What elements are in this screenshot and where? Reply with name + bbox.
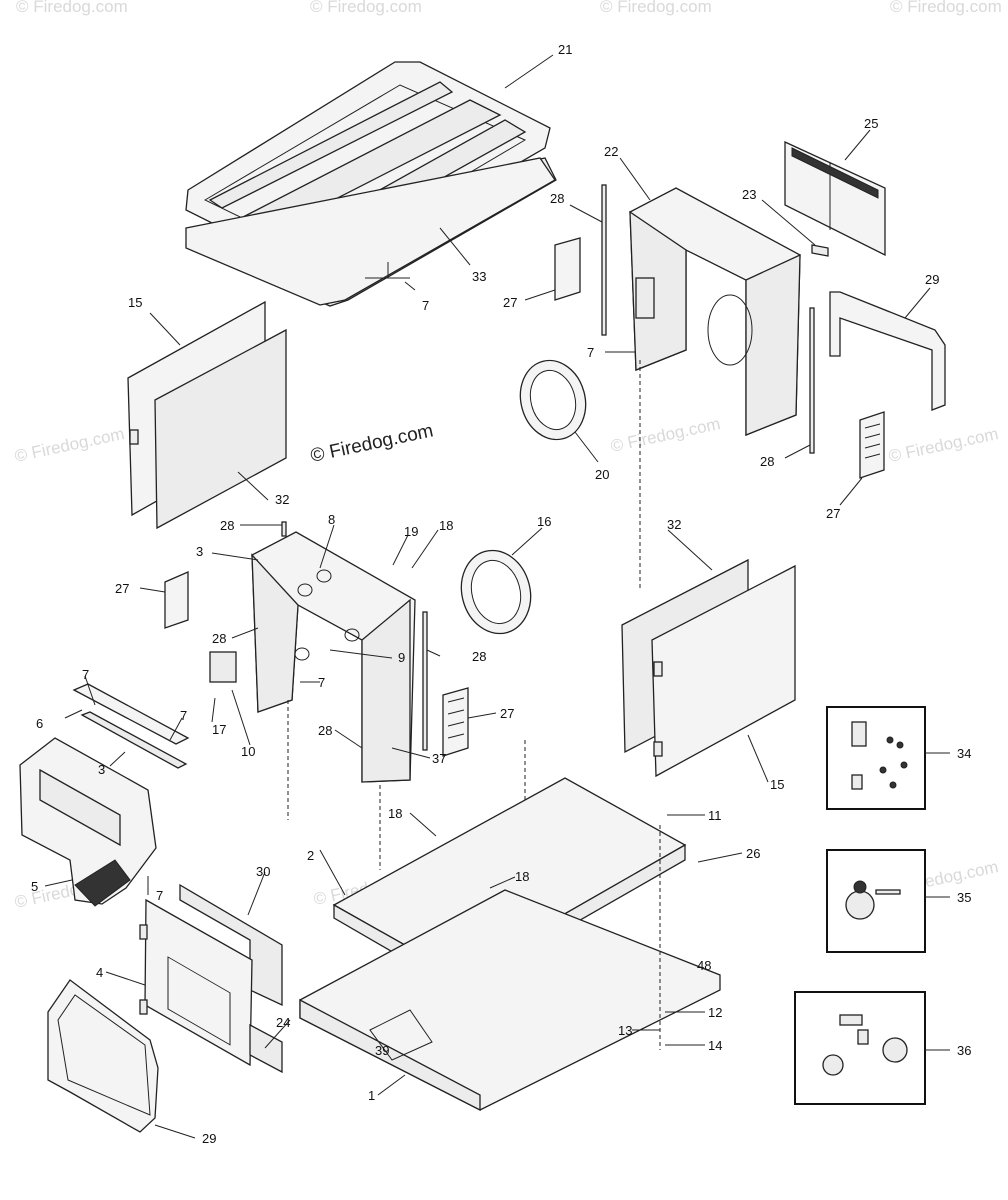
- callout-26: 26: [746, 846, 760, 861]
- callout-28: 28: [212, 631, 226, 646]
- callout-11: 11: [708, 808, 722, 823]
- part-28-gaskets-center: [281, 521, 428, 751]
- part-15-right-side-panel: [621, 558, 796, 778]
- callout-18: 18: [388, 806, 402, 821]
- part-29-upper-bracket: [829, 291, 946, 411]
- callout-10: 10: [241, 744, 255, 759]
- part-20-ring: [519, 359, 587, 441]
- callout-30: 30: [256, 864, 270, 879]
- part-25-rear-grille: [784, 140, 886, 257]
- part-1-bottom-plate: 48 39: [299, 889, 721, 1112]
- callout-7: 7: [156, 888, 163, 903]
- callout-35: 35: [957, 890, 971, 905]
- callout-32: 32: [667, 517, 681, 532]
- callout-21: 21: [558, 42, 572, 57]
- callout-27: 27: [826, 506, 840, 521]
- callout-1: 1: [368, 1088, 375, 1103]
- callout-2: 2: [307, 848, 314, 863]
- callout-12: 12: [708, 1005, 722, 1020]
- part-35-lock-kit-box: [826, 849, 926, 953]
- callout-16: 16: [537, 514, 551, 529]
- callout-27: 27: [500, 706, 514, 721]
- part-6-trim-rail: [72, 683, 190, 769]
- part-27-vents-rear: [554, 237, 885, 479]
- callout-7: 7: [422, 298, 429, 313]
- callout-5: 5: [31, 879, 38, 894]
- callout-labels: 21 25 22 23 28 33 7 27 29 7 15 20 28 27 …: [31, 42, 971, 1146]
- callout-7: 7: [318, 675, 325, 690]
- callout-3: 3: [98, 762, 105, 777]
- callout-4: 4: [96, 965, 103, 980]
- callout-18: 18: [439, 518, 453, 533]
- callout-6: 6: [36, 716, 43, 731]
- part-33-plate: [185, 157, 556, 306]
- callout-27: 27: [503, 295, 517, 310]
- part-4-front-door: [139, 898, 253, 1067]
- callout-28: 28: [760, 454, 774, 469]
- callout-28: 28: [550, 191, 564, 206]
- part-24-insulation: [249, 1023, 283, 1074]
- callout-34: 34: [957, 746, 971, 761]
- watermark-tile: © Firedog.com: [310, 0, 422, 16]
- callout-36: 36: [957, 1043, 971, 1058]
- callout-20: 20: [595, 467, 609, 482]
- callout-25: 25: [864, 116, 878, 131]
- callout-29: 29: [202, 1131, 216, 1146]
- callout-29: 29: [925, 272, 939, 287]
- callout-19: 19: [404, 524, 418, 539]
- part-23-clip: [811, 244, 829, 257]
- part-3-center-section: [209, 531, 416, 783]
- callout-27: 27: [115, 581, 129, 596]
- watermark-tile: © Firedog.com: [887, 424, 1000, 466]
- part-15-left-side-panel: [127, 300, 287, 530]
- callout-23: 23: [742, 187, 756, 202]
- part-16-ring: [460, 549, 532, 635]
- callout-7: 7: [82, 667, 89, 682]
- watermark-main: © Firedog.com: [309, 420, 436, 467]
- callout-28: 28: [472, 649, 486, 664]
- callout-24: 24: [276, 1015, 290, 1030]
- callout-13: 13: [618, 1023, 632, 1038]
- callout-22: 22: [604, 144, 618, 159]
- part-28-gaskets-rear: [601, 184, 815, 454]
- leader-lines: [44, 54, 950, 1139]
- callout-7: 7: [587, 345, 594, 360]
- watermark-tile: © Firedog.com: [600, 0, 712, 16]
- callout-8: 8: [328, 512, 335, 527]
- part-27-vents-center: [164, 571, 469, 757]
- panel-mark-39: 39: [375, 1043, 389, 1058]
- callout-28: 28: [318, 723, 332, 738]
- callout-9: 9: [398, 650, 405, 665]
- callout-15: 15: [128, 295, 142, 310]
- callout-7: 7: [180, 708, 187, 723]
- watermark-tile: © Firedog.com: [890, 0, 1002, 16]
- callout-18: 18: [515, 869, 529, 884]
- part-22-rear-cabinet: [629, 187, 801, 436]
- watermark-tile: © Firedog.com: [13, 424, 126, 466]
- callout-17: 17: [212, 722, 226, 737]
- callout-15: 15: [770, 777, 784, 792]
- part-5-front-housing: [19, 737, 157, 907]
- callout-32: 32: [275, 492, 289, 507]
- callout-28: 28: [220, 518, 234, 533]
- callout-14: 14: [708, 1038, 722, 1053]
- callout-3: 3: [196, 544, 203, 559]
- callout-37: 37: [432, 751, 446, 766]
- watermark-tile: © Firedog.com: [609, 414, 722, 456]
- part-34-hardware-kit-box: [826, 706, 926, 810]
- part-29-lower-cover: [47, 979, 159, 1133]
- panel-mark-48: 48: [697, 958, 711, 973]
- callout-33: 33: [472, 269, 486, 284]
- watermark-tile: © Firedog.com: [16, 0, 128, 16]
- part-36-latch-kit-box: [794, 991, 926, 1105]
